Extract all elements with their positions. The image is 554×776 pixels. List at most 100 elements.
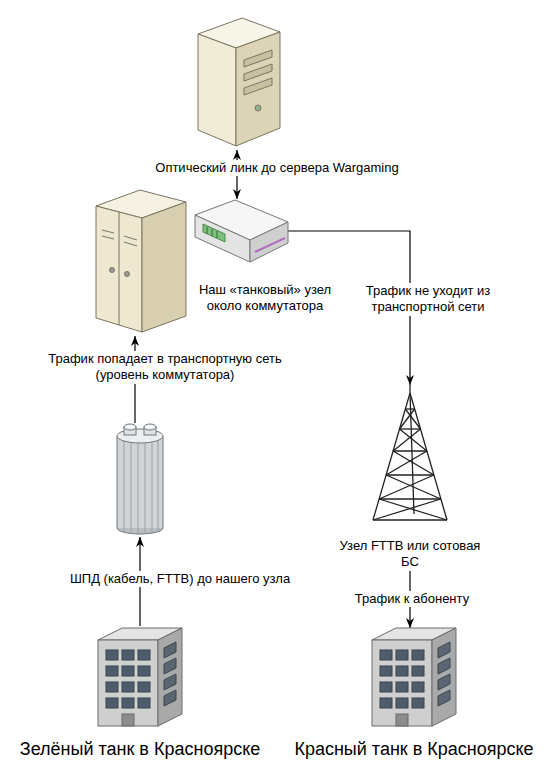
tower-icon	[379, 475, 434, 499]
switch-cabinet	[124, 242, 137, 246]
game-server	[236, 32, 280, 146]
tower-icon	[379, 499, 447, 520]
tower-icon	[400, 409, 415, 429]
note-label: Трафик попадает в транспортную сеть (уро…	[30, 351, 300, 384]
edge-label-box: Трафик не уходит из транспортной сети	[348, 283, 508, 316]
building-icon	[164, 690, 176, 706]
game-server	[255, 105, 261, 111]
cable-node	[131, 442, 132, 534]
building-icon	[438, 658, 450, 674]
node-caption: Зелёный танк в Красноярске	[20, 738, 260, 761]
game-server	[244, 50, 272, 67]
building-node: Красный танк в Красноярске	[372, 628, 456, 726]
tower-icon	[379, 498, 441, 499]
cable-node	[145, 443, 146, 534]
building-icon	[438, 642, 450, 658]
cable-node	[163, 436, 164, 528]
building-node: Зелёный танк в Красноярске	[98, 628, 182, 726]
building-icon	[122, 698, 134, 708]
router-icon	[195, 215, 250, 262]
note-box: ШПД (кабель, FTTB) до нашего узла	[55, 571, 305, 587]
game-server	[244, 78, 272, 95]
switch-cabinet	[119, 212, 120, 325]
tower-icon	[386, 474, 434, 475]
router-icon	[250, 222, 288, 262]
switch-cabinet	[102, 236, 114, 239]
tower-node: Узел FTTB или сотовая БС	[330, 385, 490, 557]
router-icon	[195, 200, 288, 262]
building-icon	[106, 682, 118, 692]
tower-icon	[400, 428, 421, 429]
building-icon	[158, 628, 182, 726]
building-icon	[380, 650, 392, 660]
switch-cabinet	[125, 272, 130, 277]
building-icon	[412, 698, 424, 708]
cable-node	[124, 424, 136, 430]
switch-cabinet	[96, 190, 186, 332]
cable-node	[144, 424, 156, 430]
building-icon	[122, 666, 134, 676]
edge-label: Трафик к абоненту	[352, 591, 472, 607]
tower-icon	[409, 385, 410, 393]
cable-node	[158, 440, 159, 531]
building-icon	[380, 666, 392, 676]
node-label: Зелёный танк в Красноярске	[20, 738, 260, 761]
building-icon	[396, 666, 408, 676]
building-icon	[438, 690, 450, 706]
router-icon	[212, 229, 213, 236]
node-caption: Красный танк в Красноярске	[294, 738, 533, 761]
building-icon	[106, 698, 118, 708]
router-icon	[207, 227, 208, 234]
router-node: Наш «танковый» узел около коммутатора	[195, 200, 288, 262]
building-icon	[438, 674, 450, 690]
cable-node	[152, 442, 153, 533]
building-icon	[122, 650, 134, 660]
tower-icon	[373, 519, 447, 520]
tower-icon	[373, 499, 441, 520]
building-icon	[412, 650, 424, 660]
building-icon	[122, 682, 134, 692]
switch-cabinet	[96, 206, 142, 332]
building-icon	[380, 698, 392, 708]
tower-icon	[330, 385, 490, 557]
tower-icon	[393, 451, 434, 475]
building-icon	[372, 640, 432, 726]
building-icon	[372, 628, 456, 726]
building-icon	[396, 698, 408, 708]
game-server	[198, 34, 236, 146]
router-icon	[203, 224, 225, 242]
node-caption: Наш «танковый» узел около коммутатора	[190, 282, 340, 315]
cable-node	[138, 443, 139, 534]
building-icon	[396, 650, 408, 660]
game-server	[244, 64, 272, 81]
tower-icon	[386, 475, 441, 499]
building-icon	[164, 642, 176, 658]
node-caption: Узел FTTB или сотовая БС	[330, 538, 490, 571]
cable-node	[124, 440, 125, 532]
switch-cabinet	[102, 230, 114, 233]
building-icon	[380, 682, 392, 692]
building-icon	[432, 628, 456, 726]
building-icon	[106, 650, 118, 660]
building-icon	[138, 682, 150, 692]
building-icon	[106, 666, 118, 676]
game-server	[198, 18, 280, 146]
edge-label: Трафик не уходит из транспортной сети	[348, 283, 508, 316]
building-icon	[98, 628, 182, 726]
building-icon	[138, 666, 150, 676]
building-icon	[396, 714, 408, 726]
building-icon	[138, 698, 150, 708]
switch-cabinet	[142, 202, 186, 332]
building-icon	[122, 714, 134, 726]
tower-icon	[386, 451, 427, 475]
building-icon	[98, 640, 158, 726]
node-label: Красный танк в Красноярске	[294, 738, 533, 761]
tower-icon	[405, 408, 414, 409]
building-icon	[396, 682, 408, 692]
note-box: Оптический линк до сервера Wargaming	[132, 160, 422, 176]
node-label: Наш «танковый» узел около коммутатора	[190, 282, 340, 315]
building-icon	[164, 658, 176, 674]
cable-node	[117, 424, 163, 534]
